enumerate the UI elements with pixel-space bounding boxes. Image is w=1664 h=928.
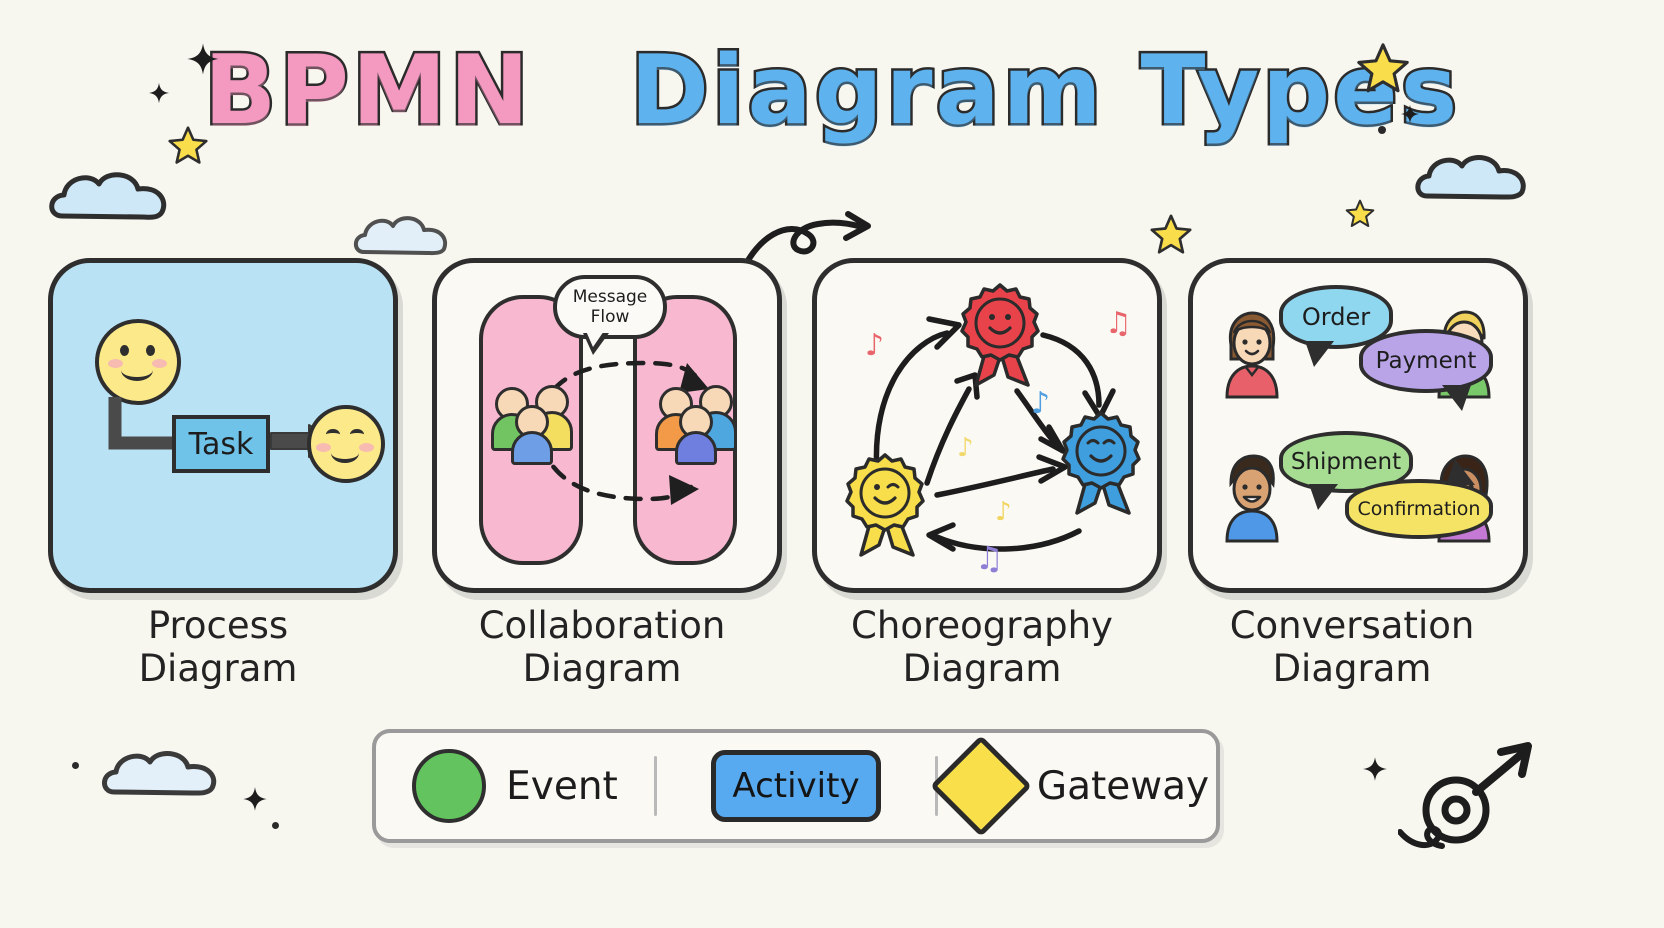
cloud-icon — [350, 208, 454, 264]
card-process-diagram[interactable]: Task — [48, 258, 398, 593]
card-label-choreography: Choreography Diagram — [851, 604, 1113, 690]
cloud-icon — [1412, 146, 1534, 208]
card-conversation-diagram[interactable]: Order Payment Shipment Confirmation — [1188, 258, 1528, 593]
message-flow-arrows — [437, 263, 777, 588]
cloud-icon — [46, 162, 176, 228]
bubble-label: Confirmation — [1357, 498, 1481, 520]
bubble-label: Payment — [1375, 348, 1477, 374]
card-label-conversation: Conversation Diagram — [1229, 604, 1475, 690]
legend-item-event[interactable]: Event — [376, 749, 654, 823]
yellow-rosette-badge — [837, 451, 933, 567]
dot-icon — [72, 762, 79, 769]
music-note-icon: ♪ — [1031, 386, 1051, 421]
music-note-icon: ♪ — [957, 433, 974, 463]
sparkle-icon — [148, 82, 170, 108]
dot-icon — [1378, 126, 1386, 134]
curly-arrow-icon — [736, 196, 886, 280]
message-flow-line-1: Message — [572, 287, 648, 307]
avatar-woman-red — [1217, 309, 1287, 403]
title-bpmn: BPMN — [201, 34, 532, 149]
avatar-man-blue — [1217, 453, 1287, 547]
bubble-label: Shipment — [1290, 449, 1402, 475]
bubble-label: Order — [1301, 303, 1371, 331]
star-icon — [1344, 198, 1376, 234]
dot-icon — [272, 822, 279, 829]
doodle-arrow-icon — [1397, 740, 1578, 864]
conversation-bubble-confirmation: Confirmation — [1345, 459, 1493, 539]
card-choreography-diagram[interactable]: ♪ ♫ ♪ ♪ ♪ ♫ — [812, 258, 1162, 593]
choreography-arrows — [817, 263, 1157, 588]
red-rosette-badge — [952, 281, 1048, 397]
title-diagram-types: Diagram Types — [628, 34, 1461, 149]
page-title: BPMN Diagram Types — [0, 34, 1664, 149]
star-icon — [166, 124, 210, 172]
legend-bar: Event Activity Gateway — [372, 729, 1220, 843]
sparkle-icon — [186, 42, 220, 80]
legend-label: Gateway — [1036, 763, 1210, 809]
cloud-icon — [98, 742, 226, 804]
legend-item-activity[interactable]: Activity — [657, 750, 935, 822]
message-flow-line-2: Flow — [590, 307, 630, 327]
sparkle-icon — [242, 786, 268, 816]
sparkle-icon — [1362, 756, 1388, 786]
message-flow-bubble: Message Flow — [553, 275, 667, 355]
legend-item-gateway[interactable]: Gateway — [929, 735, 1216, 837]
sparkle-icon — [1400, 104, 1420, 128]
card-label-process: Process Diagram — [138, 604, 298, 690]
end-event-smiley-icon — [307, 405, 385, 483]
gateway-diamond-icon — [929, 735, 1032, 837]
event-circle-icon — [412, 749, 487, 823]
legend-label: Activity — [732, 766, 860, 806]
star-icon — [1354, 40, 1412, 102]
legend-divider — [654, 756, 657, 816]
conversation-bubble-order: Order — [1279, 285, 1393, 367]
music-note-icon: ♪ — [865, 328, 885, 363]
star-icon — [1148, 212, 1194, 262]
blue-rosette-badge — [1053, 409, 1149, 525]
music-note-icon: ♫ — [975, 539, 1004, 577]
music-note-icon: ♪ — [995, 497, 1012, 527]
diagram-cards: Task Message Flo — [0, 258, 1664, 593]
legend-label: Event — [506, 763, 618, 809]
task-box[interactable]: Task — [172, 415, 270, 473]
conversation-bubble-payment: Payment — [1359, 329, 1493, 411]
card-label-collaboration: Collaboration Diagram — [478, 604, 726, 690]
card-collaboration-diagram[interactable]: Message Flow — [432, 258, 782, 593]
start-event-smiley-icon — [95, 319, 181, 405]
music-note-icon: ♫ — [1105, 306, 1132, 341]
activity-box-icon: Activity — [711, 750, 881, 822]
task-label: Task — [188, 426, 254, 462]
